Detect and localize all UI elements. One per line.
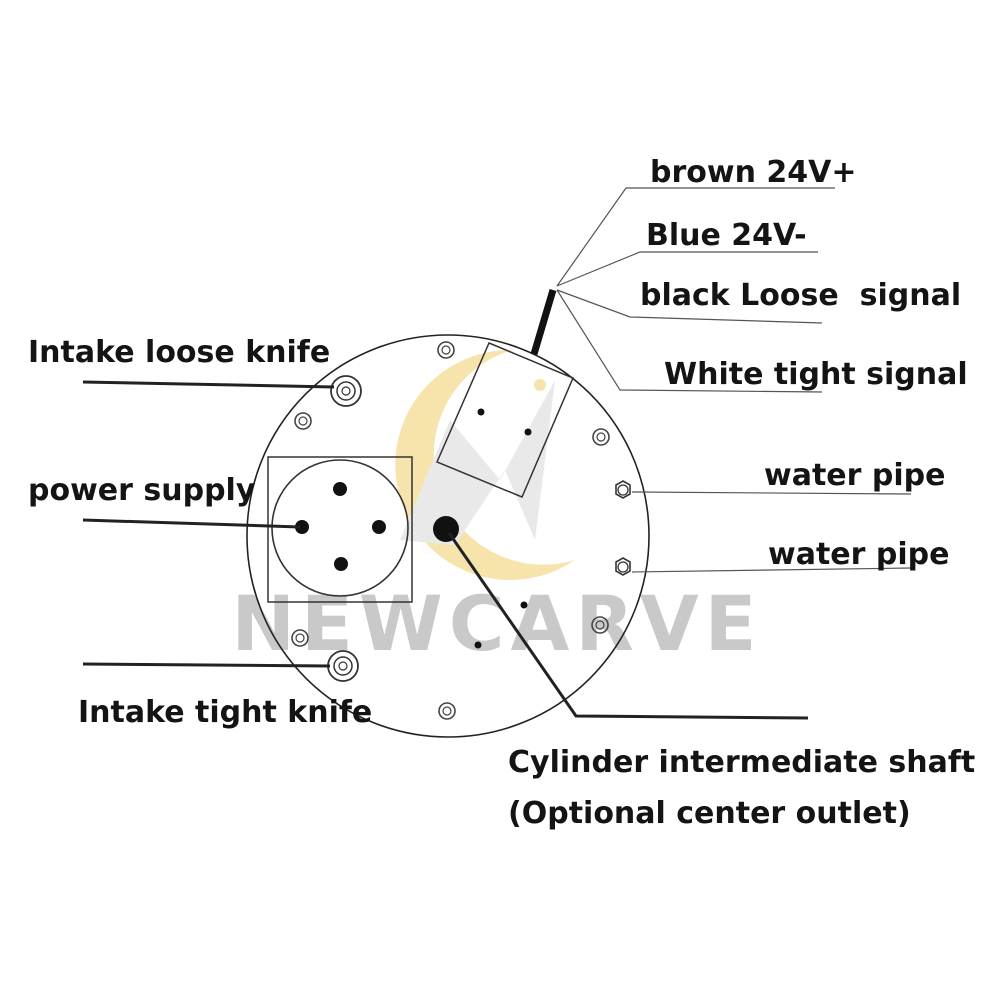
cylinder-shaft-hole [433,516,459,542]
leader-water-pipe-1 [631,491,912,495]
power-connector-frame [267,456,413,603]
power-pin [334,557,348,571]
leader-intake-tight [82,662,331,668]
intake-loose-fitting [330,375,362,407]
leader-white [556,289,823,393]
water-pipe-fitting-2 [615,557,631,576]
leader-brown [556,187,835,287]
bolt-hole [591,616,609,634]
signal-box-outline [436,342,574,498]
label-power-supply: power supply [28,473,256,508]
leader-black [556,289,823,324]
bolt-hole [294,412,312,430]
signal-pin [524,428,532,436]
label-center-outlet: (Optional center outlet) [508,796,911,831]
inner-dot [520,601,528,609]
power-pin [333,482,347,496]
label-black-loose-signal: black Loose signal [640,278,961,313]
bolt-hole [592,428,610,446]
bolt-holes [291,341,610,720]
power-pin [372,520,386,534]
label-brown-24v-plus: brown 24V+ [650,155,857,190]
label-intake-tight-knife: Intake tight knife [78,695,372,730]
signal-pin [477,408,485,416]
signal-sensor-box [436,342,574,498]
leader-intake-loose [82,380,335,389]
bolt-hole [291,629,309,647]
water-pipe-fitting-1 [615,480,631,499]
watermark-text: NEWCARVE [231,579,762,668]
signal-cable [530,289,557,355]
inner-dot [474,641,482,649]
joint-body-circle [246,334,650,738]
power-connector [267,456,413,603]
power-connector-socket [271,459,409,597]
label-cylinder-shaft: Cylinder intermediate shaft [508,745,975,780]
bolt-hole [437,341,455,359]
leader-water-pipe-2 [631,567,912,573]
bolt-hole [438,702,456,720]
label-intake-loose-knife: Intake loose knife [28,335,330,370]
leader-cylinder-shaft [447,532,809,720]
leader-lines [82,187,912,720]
newcarve-logo-mark [395,349,575,580]
power-pin [295,520,309,534]
newcarve-watermark: NEWCARVE [231,349,762,668]
leader-blue [556,251,818,287]
label-white-tight-signal: White tight signal [664,357,968,392]
leader-power-supply [82,518,301,529]
label-blue-24v-minus: Blue 24V- [646,218,807,253]
label-water-pipe-1: water pipe [764,458,945,493]
label-water-pipe-2: water pipe [768,537,949,572]
